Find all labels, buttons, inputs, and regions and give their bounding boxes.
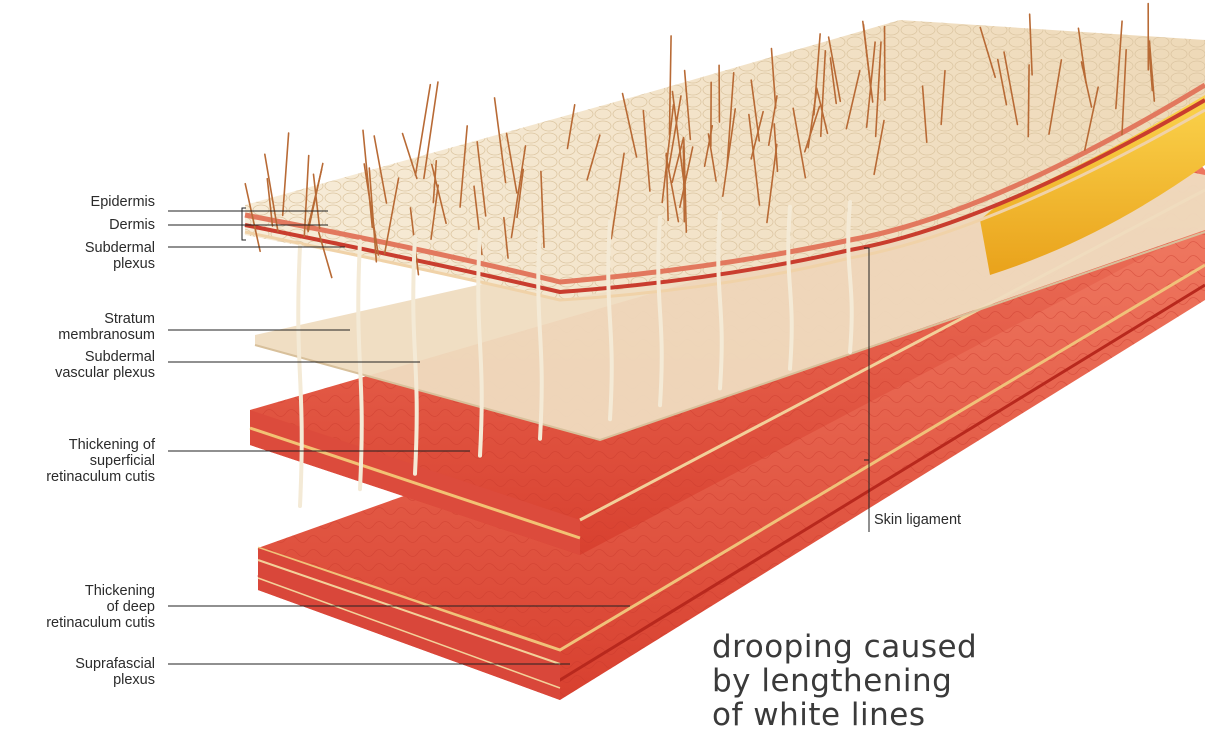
label-skin-ligament: Skin ligament xyxy=(874,512,961,528)
label-suprafascial-plexus: Suprafascial plexus xyxy=(75,656,155,688)
label-stratum-membranosum: Stratum membranosum xyxy=(58,311,155,343)
caption-text: drooping caused by lengthening of white … xyxy=(712,630,977,732)
label-subdermal-plexus: Subdermal plexus xyxy=(85,240,155,272)
label-superficial-retinaculum: Thickening of superficial retinaculum cu… xyxy=(46,437,155,485)
label-subdermal-vascular-plexus: Subdermal vascular plexus xyxy=(55,349,155,381)
label-epidermis: Epidermis xyxy=(91,194,155,210)
label-deep-retinaculum: Thickening of deep retinaculum cutis xyxy=(46,583,155,631)
hair-strand xyxy=(1028,65,1029,137)
retinaculum-fiber xyxy=(298,246,301,506)
label-dermis: Dermis xyxy=(109,217,155,233)
